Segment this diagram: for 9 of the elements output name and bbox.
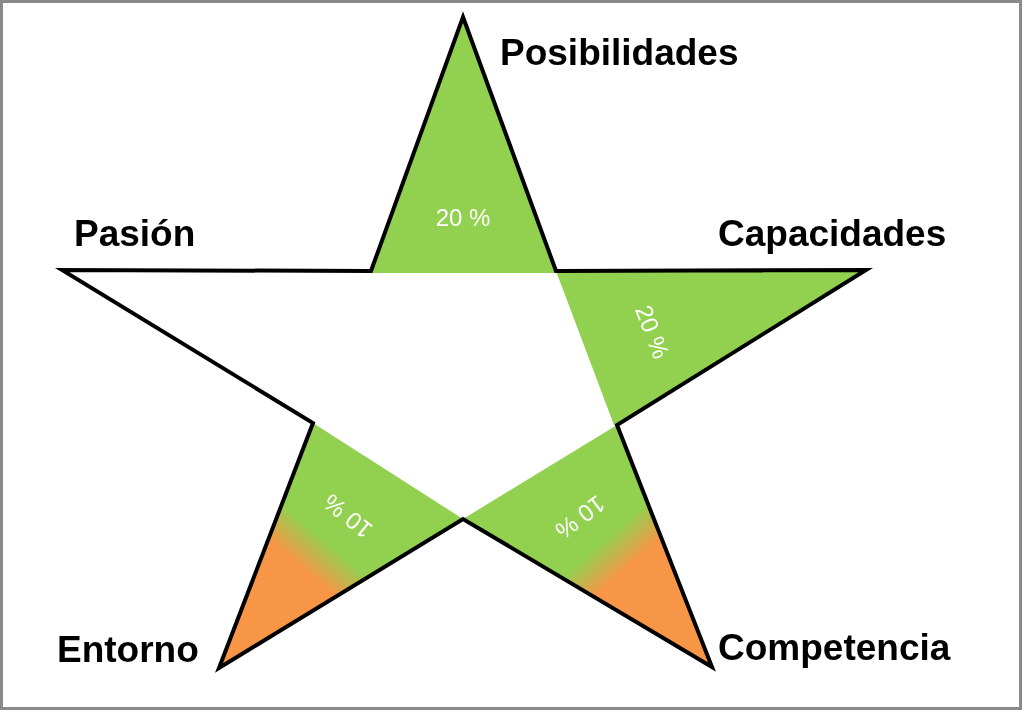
percentage-label: 20 % xyxy=(631,302,673,362)
point-label: Pasión xyxy=(74,215,196,252)
percentage-label: 10 % xyxy=(550,490,610,544)
point-label: Entorno xyxy=(57,631,199,668)
point-label: Capacidades xyxy=(718,215,947,252)
point-label: Posibilidades xyxy=(500,34,739,71)
percentage-label: 10 % xyxy=(319,489,377,543)
percentage-label: 20 % xyxy=(435,206,491,230)
point-label: Competencia xyxy=(718,629,951,666)
